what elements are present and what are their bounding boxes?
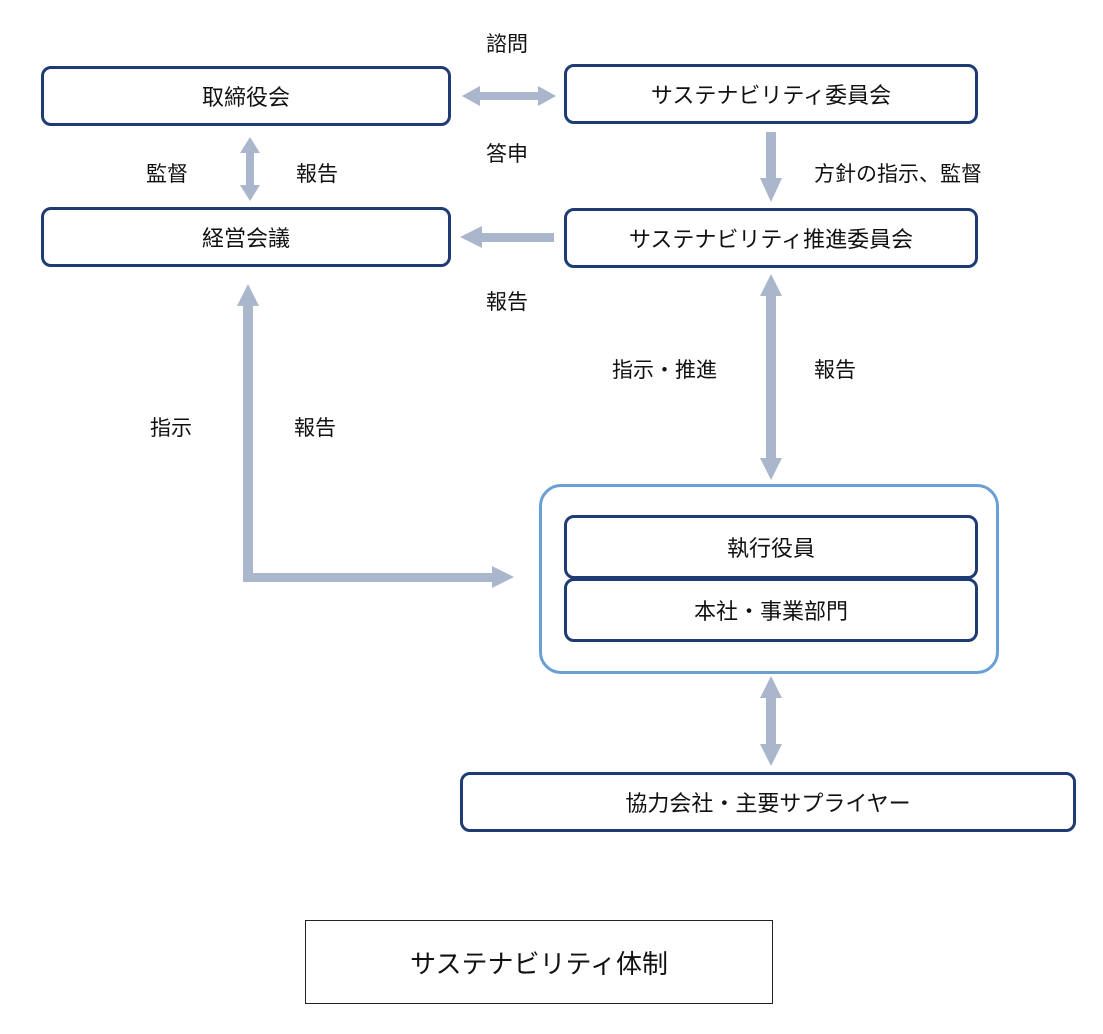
promotion-committee-box: サステナビリティ推進委員会: [564, 208, 978, 268]
arrow-committee-promotion: [760, 132, 782, 202]
instruction-label: 指示: [150, 416, 192, 440]
arrow-board-committee: [462, 86, 556, 106]
report-board-label: 報告: [296, 162, 338, 186]
report-back-label: 答申: [486, 142, 528, 166]
arrow-promotion-management: [460, 226, 554, 248]
report-promotion-label: 報告: [814, 358, 856, 382]
management-meeting-box: 経営会議: [41, 207, 451, 267]
hq-business-divisions-box: 本社・事業部門: [564, 578, 978, 642]
report-management-label: 報告: [486, 290, 528, 314]
arrow-board-management: [240, 137, 260, 201]
sustainability-committee-box: サステナビリティ委員会: [564, 64, 978, 124]
consultation-label: 諮問: [486, 32, 528, 56]
board-box: 取締役会: [41, 66, 451, 126]
partners-suppliers-box: 協力会社・主要サプライヤー: [460, 772, 1076, 832]
arrow-promotion-execution: [760, 274, 782, 480]
executive-officers-box: 執行役員: [564, 515, 978, 579]
arrow-management-execution: [237, 284, 514, 588]
instruction-promotion-label: 指示・推進: [612, 358, 717, 382]
arrow-execution-partners: [760, 676, 782, 766]
diagram-caption: サステナビリティ体制: [305, 920, 773, 1004]
policy-instruction-label: 方針の指示、監督: [814, 162, 982, 186]
supervision-label: 監督: [146, 162, 188, 186]
report-execution-label: 報告: [294, 416, 336, 440]
